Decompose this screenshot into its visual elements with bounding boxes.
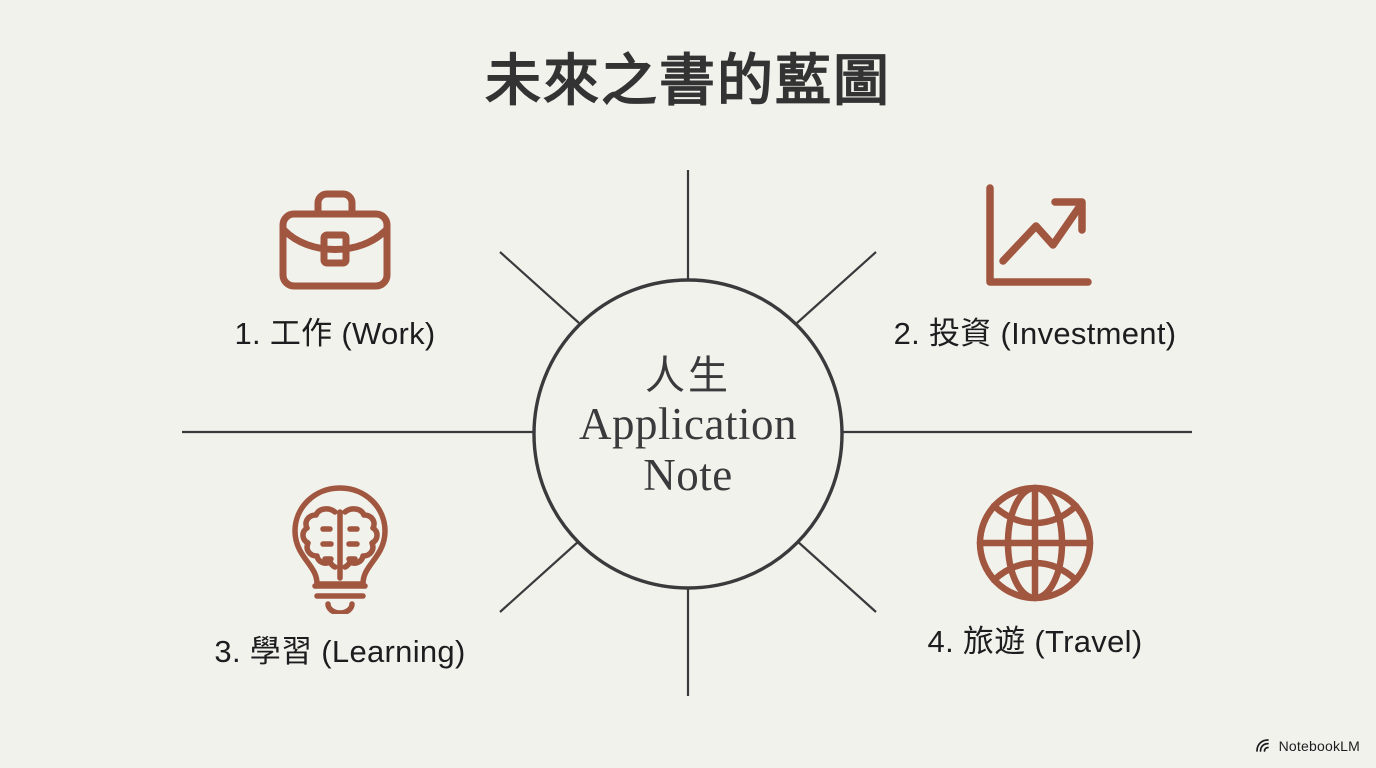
notebooklm-watermark-label: NotebookLM bbox=[1278, 738, 1360, 754]
spoke-lines bbox=[182, 170, 1192, 696]
node-travel-label: 4. 旅遊 (Travel) bbox=[927, 624, 1143, 659]
node-investment[interactable]: 2. 投資 (Investment) bbox=[880, 178, 1190, 353]
spoke-upper-left-diagonal bbox=[499, 251, 580, 324]
growth-chart-icon bbox=[986, 184, 1092, 286]
node-travel[interactable]: 4. 旅遊 (Travel) bbox=[890, 482, 1180, 661]
spoke-lower-right-diagonal bbox=[796, 540, 877, 613]
briefcase-icon bbox=[271, 178, 399, 296]
node-investment-label: 2. 投資 (Investment) bbox=[893, 316, 1177, 351]
node-work[interactable]: 1. 工作 (Work) bbox=[185, 178, 485, 353]
spoke-upper-right-diagonal bbox=[796, 251, 877, 324]
notebooklm-watermark: NotebookLM bbox=[1255, 738, 1360, 754]
globe-icon bbox=[976, 484, 1094, 602]
node-learning-label: 3. 學習 (Learning) bbox=[214, 634, 466, 669]
notebooklm-logo-icon bbox=[1255, 739, 1269, 752]
page-title: 未來之書的藍圖 bbox=[485, 51, 891, 113]
node-work-label: 1. 工作 (Work) bbox=[234, 316, 436, 351]
node-learning[interactable]: 3. 學習 (Learning) bbox=[190, 482, 490, 671]
spoke-lower-left-diagonal bbox=[499, 540, 580, 613]
center-hub-circle bbox=[532, 278, 844, 590]
brain-lightbulb-icon bbox=[292, 485, 388, 614]
